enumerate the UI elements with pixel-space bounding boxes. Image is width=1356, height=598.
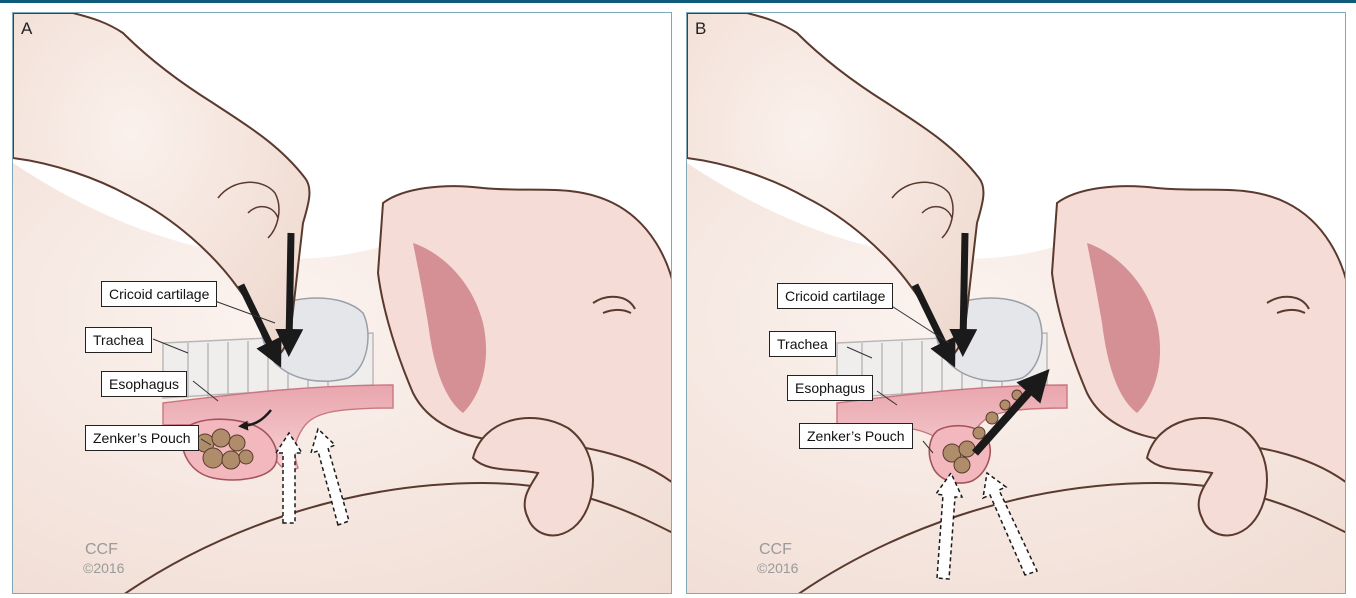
top-rule (0, 0, 1356, 3)
label-zenkers-pouch-a: Zenker’s Pouch (85, 425, 199, 451)
credit-year-a: ©2016 (83, 560, 124, 576)
label-cricoid-cartilage-a: Cricoid cartilage (101, 281, 217, 307)
panel-letter-a: A (21, 19, 32, 39)
credit-ccf-b: CCF (759, 541, 792, 559)
credit-ccf-a: CCF (85, 541, 118, 559)
label-esophagus-a: Esophagus (101, 371, 187, 397)
label-cricoid-cartilage-b: Cricoid cartilage (777, 283, 893, 309)
panel-letter-b: B (695, 19, 706, 39)
credit-year-b: ©2016 (757, 560, 798, 576)
press-arrow-1 (289, 233, 291, 343)
label-esophagus-b: Esophagus (787, 375, 873, 401)
press-arrow-1 (963, 233, 965, 343)
label-trachea-b: Trachea (769, 331, 836, 357)
panel-b: B Cricoid cartilage Trachea Esophagus Ze… (686, 12, 1346, 594)
label-trachea-a: Trachea (85, 327, 152, 353)
panel-a: A Cricoid cartilage Trachea Esophagus Ze… (12, 12, 672, 594)
label-zenkers-pouch-b: Zenker’s Pouch (799, 423, 913, 449)
